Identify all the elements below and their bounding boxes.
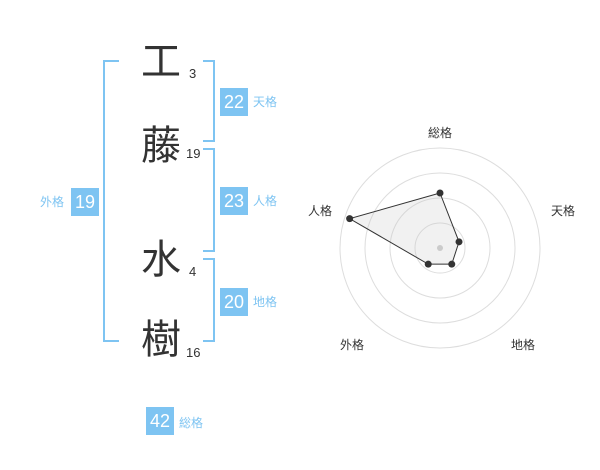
stroke-count-3: 4 (189, 264, 197, 279)
name-char-3: 水 (141, 237, 181, 283)
stroke-count-2: 19 (186, 146, 201, 161)
radar-ring (389, 197, 491, 299)
radar-series-area (348, 192, 460, 265)
radar-center (437, 245, 443, 251)
jinkaku-bracket (203, 148, 215, 252)
name-char-1: 工 (141, 39, 181, 85)
chikaku-bracket (203, 258, 215, 342)
radar-point-2 (455, 238, 463, 246)
radar-ring (339, 147, 541, 349)
radar-label-jinkaku: 人格 (308, 204, 333, 218)
radar-ring (414, 222, 466, 274)
radar-point-4 (424, 260, 432, 268)
radar-point-3 (448, 260, 456, 268)
gaikaku-bracket (103, 60, 119, 342)
gaikaku-value: 19 (71, 188, 99, 216)
stroke-count-1: 3 (189, 66, 197, 81)
radar-label-chikaku: 地格 (511, 338, 536, 352)
radar-label-gaikaku: 外格 (340, 338, 365, 352)
name-char-4: 樹 (141, 317, 181, 363)
jinkaku-value: 23 (220, 187, 248, 215)
radar-point-5 (346, 215, 354, 223)
gaikaku-label: 外格 (40, 195, 65, 209)
radar-label-tenkaku: 天格 (551, 204, 576, 218)
stroke-count-4: 16 (186, 345, 201, 360)
tenkaku-bracket (203, 60, 215, 142)
chikaku-value: 20 (220, 288, 248, 316)
jinkaku-label: 人格 (253, 194, 278, 208)
tenkaku-label: 天格 (253, 95, 278, 109)
tenkaku-value: 22 (220, 88, 248, 116)
chikaku-label: 地格 (253, 295, 278, 309)
soukaku-value: 42 (146, 407, 174, 435)
radar-label-soukaku: 総格 (428, 126, 453, 140)
radar-point-1 (436, 189, 444, 197)
soukaku-label: 総格 (179, 416, 204, 430)
name-char-2: 藤 (141, 123, 181, 169)
radar-ring (364, 172, 516, 324)
